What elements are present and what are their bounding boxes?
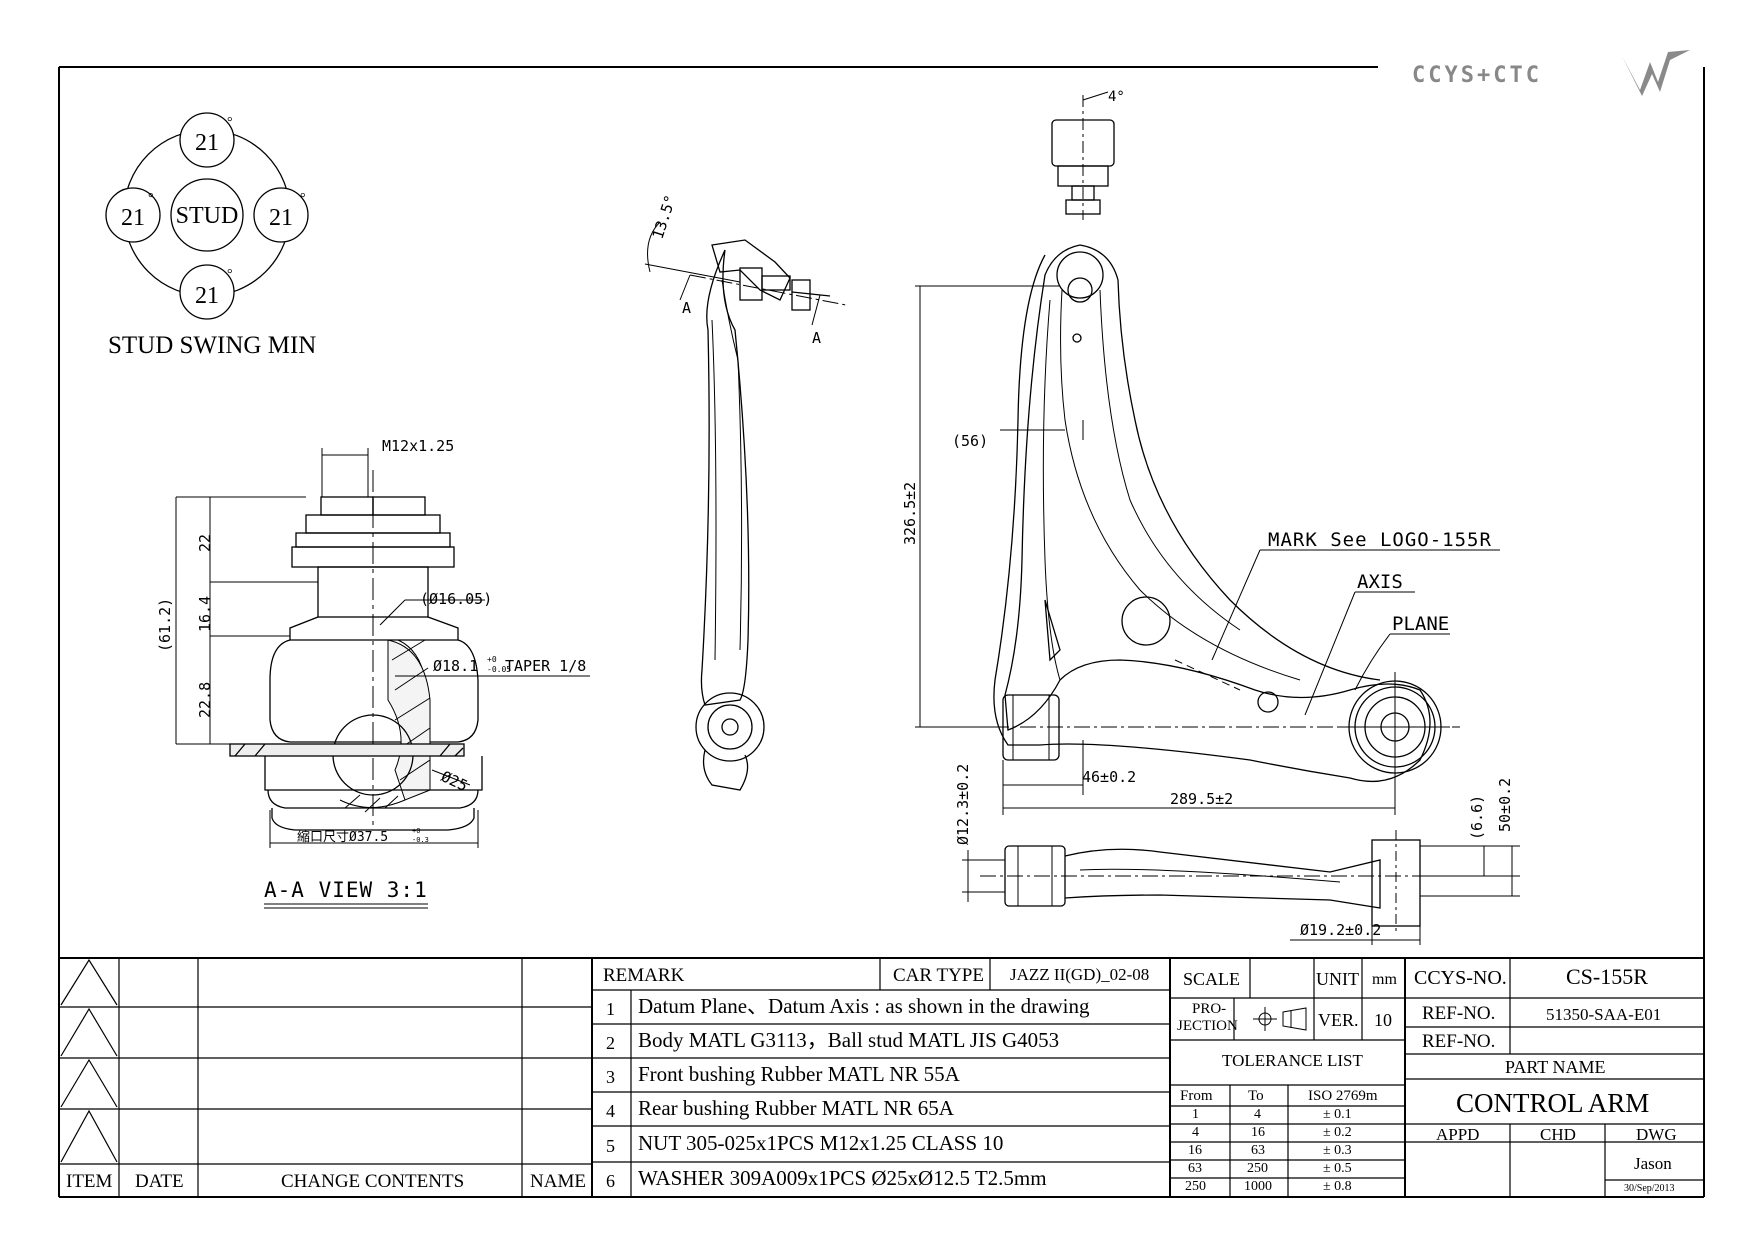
axis-label: AXIS xyxy=(1357,571,1403,593)
dim-50: 50±0.2 xyxy=(1496,778,1514,832)
swing-left: 21 xyxy=(121,205,145,231)
section-view-a-a: M12x1.25 22 16.4 22.8 (61.2) (Ø16.05) Ø1… xyxy=(156,437,590,909)
dim-d37-5: 縮口尺寸Ø37.5 xyxy=(297,829,388,845)
main-plan-view: 4° xyxy=(901,89,1500,815)
dim-22-8: 22.8 xyxy=(196,682,214,718)
tol-upper: +0 xyxy=(487,655,497,664)
dim-46: 46±0.2 xyxy=(1082,768,1136,786)
tol-lower: -0.3 xyxy=(412,836,429,844)
swing-top: 21 xyxy=(195,130,219,156)
angle-4: 4° xyxy=(1108,89,1125,105)
dim-326-5: 326.5±2 xyxy=(901,482,919,545)
swing-center-label: STUD xyxy=(176,203,239,229)
company-logo: CCYS+CTC xyxy=(1412,50,1690,96)
dim-289-5: 289.5±2 xyxy=(1170,790,1233,808)
projection-symbol-icon xyxy=(1253,1007,1307,1031)
logo-text: CCYS+CTC xyxy=(1412,63,1542,88)
section-dimensions xyxy=(175,448,590,848)
angle-13-5: 13.5° xyxy=(649,193,680,242)
dim-d16-05: (Ø16.05) xyxy=(420,590,492,608)
dim-d12-3: Ø12.3±0.2 xyxy=(954,764,972,845)
degree-mark: ° xyxy=(148,191,154,206)
mark-label: MARK See LOGO-155R xyxy=(1268,529,1492,551)
logo-emblem-icon xyxy=(1622,50,1690,96)
bottom-view: Ø12.3±0.2 (6.6) 50±0.2 Ø19.2±0.2 xyxy=(954,764,1520,945)
dim-61-2: (61.2) xyxy=(156,598,174,652)
side-view: 13.5° A A xyxy=(644,193,847,791)
drawing-border xyxy=(58,66,1705,1198)
dim-d19-2: Ø19.2±0.2 xyxy=(1300,921,1381,939)
tol-lower: -0.05 xyxy=(487,665,511,674)
degree-mark: ° xyxy=(227,115,233,130)
dim-6-6: (6.6) xyxy=(1468,795,1486,840)
dim-d25: Ø25 xyxy=(438,767,470,795)
dim-56: (56) xyxy=(952,432,988,450)
swing-bottom: 21 xyxy=(195,283,219,309)
section-marker-a: A xyxy=(812,329,821,347)
swing-right: 21 xyxy=(269,205,293,231)
tol-upper: +0 xyxy=(412,827,420,835)
dim-16-4: 16.4 xyxy=(196,596,214,632)
dim-22: 22 xyxy=(196,534,214,552)
stud-swing-caption: STUD SWING MIN xyxy=(108,332,316,359)
dim-taper: TAPER 1/8 xyxy=(505,657,586,675)
degree-mark: ° xyxy=(300,191,306,206)
stud-swing-diagram: 21 21 21 21 STUD ° ° ° ° STUD SWING MIN xyxy=(105,112,316,359)
dim-thread: M12x1.25 xyxy=(382,437,454,455)
section-marker-a: A xyxy=(682,299,691,317)
title-block-grid xyxy=(59,958,1704,1197)
dim-d18-1: Ø18.1 xyxy=(433,657,478,675)
plane-label: PLANE xyxy=(1392,613,1449,635)
degree-mark: ° xyxy=(227,267,233,282)
hatch-section xyxy=(339,639,431,813)
section-caption: A-A VIEW 3:1 xyxy=(264,878,428,902)
